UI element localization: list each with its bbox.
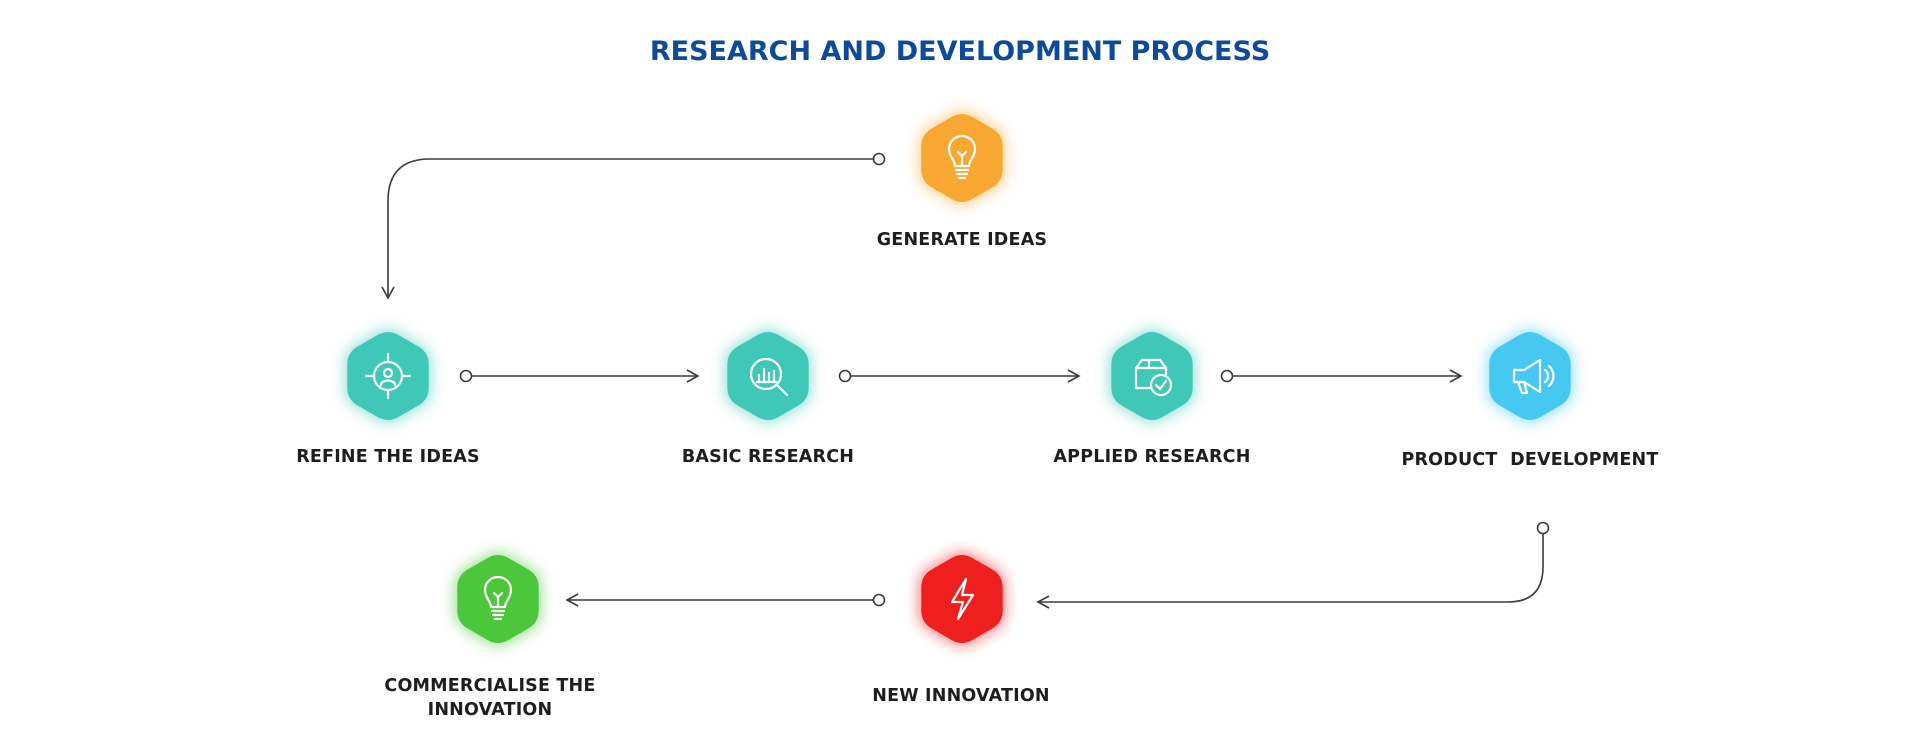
connector-dot xyxy=(459,369,473,383)
node-hexagon xyxy=(1111,332,1193,420)
lightbulb-icon xyxy=(947,134,977,180)
step-node-new-innovation xyxy=(918,552,1006,646)
connector-dot xyxy=(872,152,886,166)
connector-product-to-innovation xyxy=(1036,533,1544,609)
node-hexagon xyxy=(1489,332,1571,420)
connector-dot xyxy=(1220,369,1234,383)
step-label-new-innovation: NEW INNOVATION xyxy=(872,686,1050,706)
step-label-commercialise-line2: INNOVATION xyxy=(428,700,553,720)
step-node-applied-research xyxy=(1108,329,1196,423)
connectors xyxy=(381,152,1550,609)
node-hexagon xyxy=(921,555,1003,643)
connector-generate-to-refine xyxy=(381,158,879,300)
box-check-icon xyxy=(1134,358,1173,397)
step-node-product-development xyxy=(1486,329,1574,423)
step-node-refine-ideas xyxy=(344,329,432,423)
connector-dot xyxy=(1536,521,1550,535)
step-label-product-development: PRODUCT DEVELOPMENT xyxy=(1401,450,1658,470)
step-label-applied-research: APPLIED RESEARCH xyxy=(1053,447,1250,467)
step-node-generate-ideas xyxy=(918,111,1006,205)
chart-magnifier-icon xyxy=(749,357,789,397)
lightbulb-icon xyxy=(483,575,513,621)
target-person-icon xyxy=(364,352,412,400)
step-node-basic-research xyxy=(724,329,812,423)
step-label-refine-ideas: REFINE THE IDEAS xyxy=(296,447,480,467)
connector-dot xyxy=(872,593,886,607)
step-label-generate-ideas: GENERATE IDEAS xyxy=(877,230,1048,250)
step-label-commercialise-line1: COMMERCIALISE THE xyxy=(384,676,595,696)
lightning-icon xyxy=(950,577,975,621)
step-nodes xyxy=(344,111,1574,646)
connector-dot xyxy=(838,369,852,383)
step-node-commercialise xyxy=(454,552,542,646)
diagram-title: RESEARCH AND DEVELOPMENT PROCESS xyxy=(650,36,1270,67)
megaphone-icon xyxy=(1512,358,1555,395)
step-label-basic-research: BASIC RESEARCH xyxy=(682,447,854,467)
